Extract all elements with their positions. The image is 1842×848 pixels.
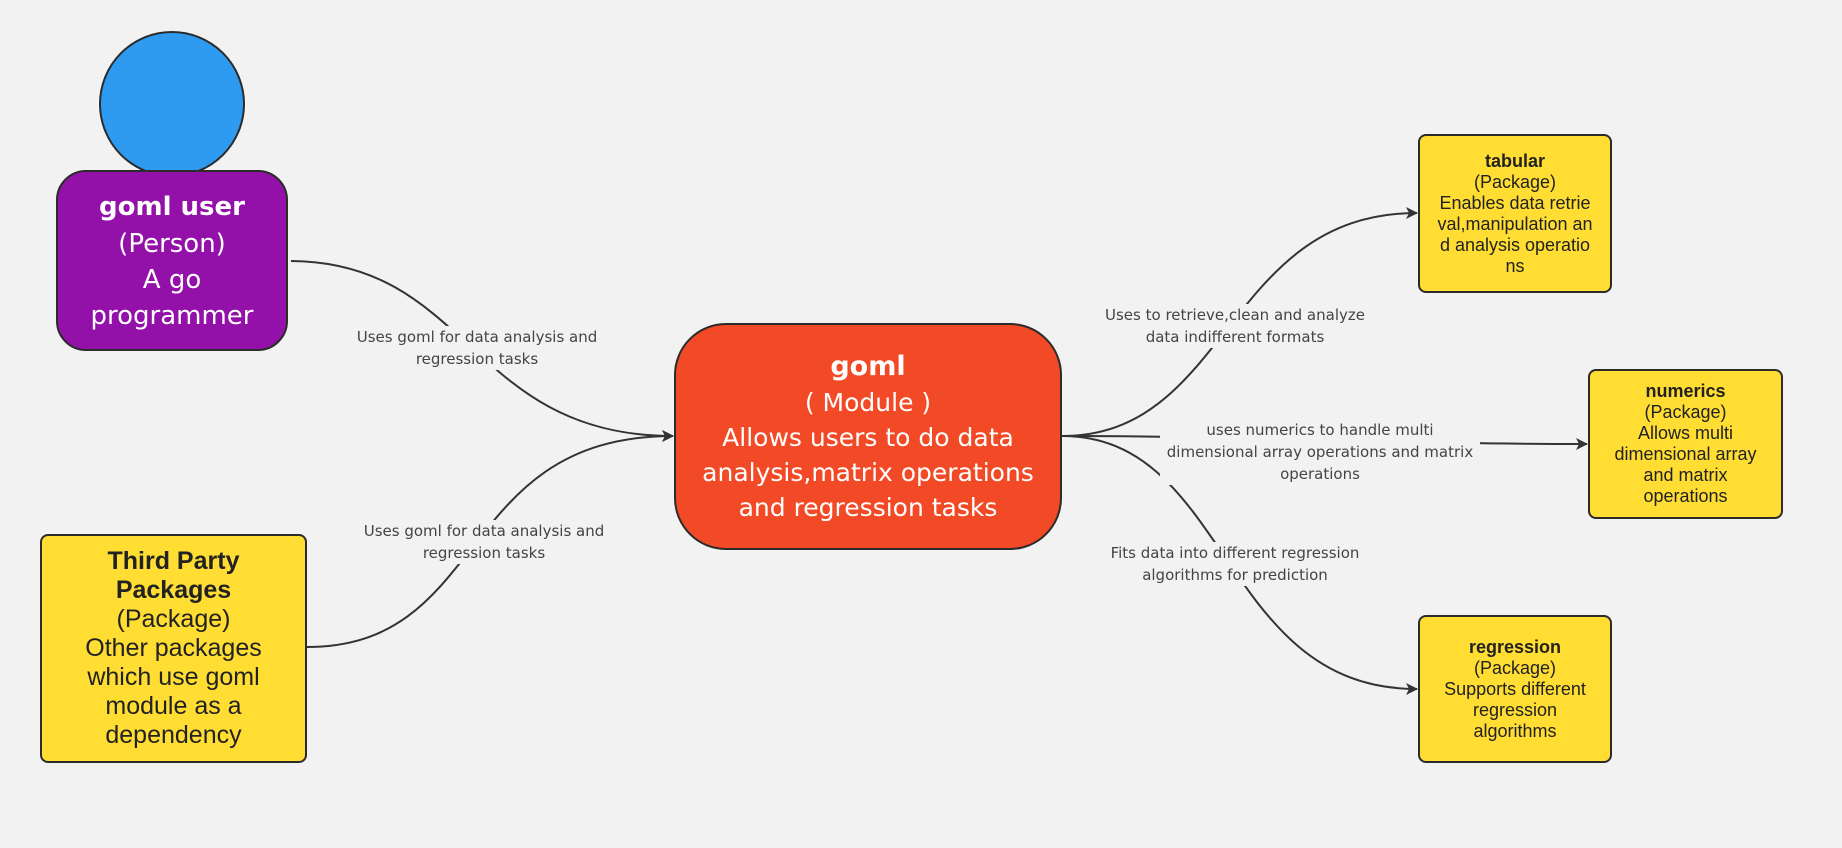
- third-party-node[interactable]: Third Party Packages (Package) Other pac…: [40, 534, 307, 763]
- user-type: (Person): [118, 228, 226, 259]
- module-type: ( Module ): [804, 387, 932, 417]
- module-title: goml: [830, 350, 906, 382]
- edge-label-module-to-numerics: uses numerics to handle multi dimensiona…: [1160, 419, 1480, 485]
- user-node[interactable]: goml user (Person) A go programmer: [56, 170, 288, 351]
- numerics-type: (Package): [1644, 402, 1727, 422]
- regression-type: (Package): [1473, 657, 1557, 678]
- edge-label-module-to-tabular: Uses to retrieve,clean and analyze data …: [1090, 304, 1380, 348]
- third-party-description: Other packages which use goml module as …: [85, 634, 262, 749]
- numerics-description: Allows multi dimensional array and matri…: [1614, 423, 1757, 506]
- tabular-description: Enables data retrieval,manipulation and …: [1437, 192, 1593, 276]
- user-title: goml user: [99, 191, 245, 222]
- tabular-node[interactable]: tabular (Package) Enables data retrieval…: [1418, 134, 1612, 293]
- person-head-icon: [99, 31, 245, 177]
- numerics-node[interactable]: numerics (Package) Allows multi dimensio…: [1588, 369, 1783, 519]
- tabular-type: (Package): [1473, 171, 1557, 192]
- tabular-title: tabular: [1484, 150, 1545, 171]
- user-description: A go programmer: [90, 264, 254, 331]
- third-party-title: Third Party Packages: [107, 547, 240, 604]
- edge-label-module-to-regression: Fits data into different regression algo…: [1070, 542, 1400, 586]
- numerics-title: numerics: [1645, 381, 1726, 401]
- regression-node[interactable]: regression (Package) Supports different …: [1418, 615, 1612, 763]
- edge-label-third-party-to-module: Uses goml for data analysis and regressi…: [325, 520, 643, 564]
- module-description: Allows users to do data analysis,matrix …: [702, 422, 1034, 522]
- module-node[interactable]: goml ( Module ) Allows users to do data …: [674, 323, 1062, 550]
- regression-description: Supports different regression algorithms: [1444, 678, 1586, 741]
- regression-title: regression: [1468, 636, 1562, 657]
- third-party-type: (Package): [116, 605, 231, 633]
- edge-label-user-to-module: Uses goml for data analysis and regressi…: [318, 326, 636, 370]
